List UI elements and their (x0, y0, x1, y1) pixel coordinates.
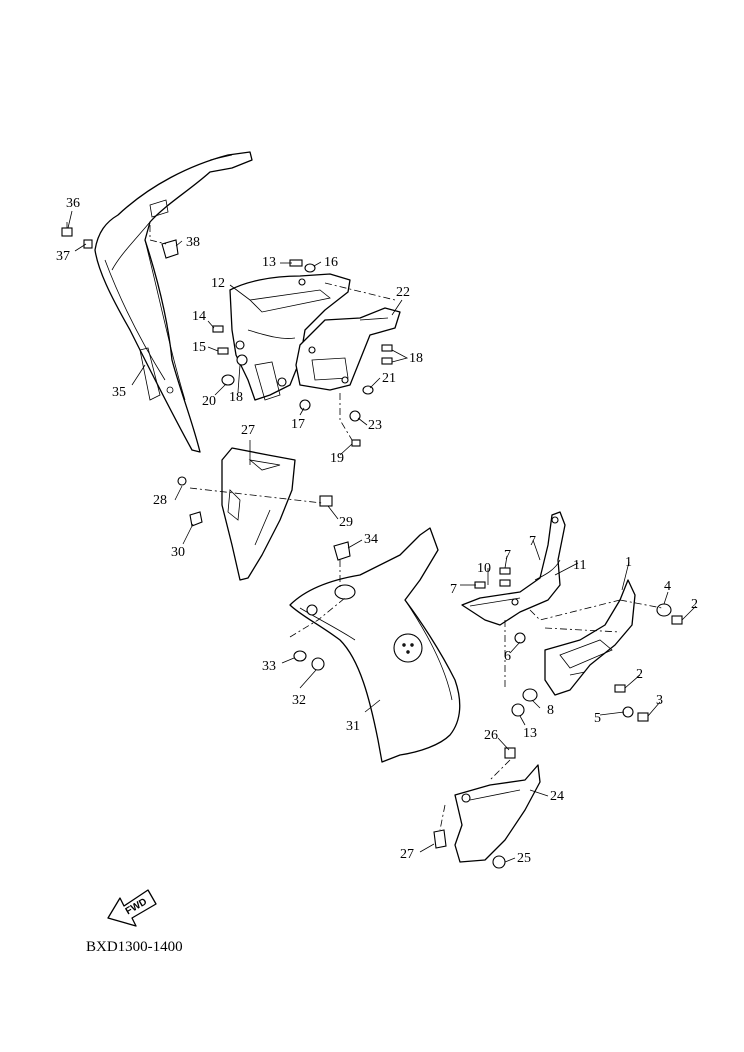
callout-32: 32 (292, 693, 306, 708)
part-12-inner-panel (229, 273, 351, 401)
callout-labels: 36 37 38 35 13 16 12 14 15 20 18 17 22 1… (56, 196, 698, 866)
callout-22: 23 (368, 418, 382, 433)
leader-lines (67, 210, 697, 863)
callout-4: 4 (664, 579, 671, 594)
callout-34: 34 (364, 532, 378, 547)
callout-3: 3 (656, 693, 663, 708)
callout-31: 31 (346, 719, 360, 734)
callout-25: 26 (484, 728, 498, 743)
callout-12: 12 (211, 276, 225, 291)
callout-1: 1 (625, 555, 632, 570)
part-23-small-cover (454, 764, 541, 863)
callout-19: 20 (202, 394, 216, 409)
part-27-inner-cover (221, 447, 296, 581)
callout-23: 24 (550, 789, 564, 804)
part-35-side-cowling (94, 151, 253, 453)
callout-20: 21 (382, 371, 396, 386)
callout-18b: 19 (330, 451, 344, 466)
part-10-bracket (461, 511, 566, 626)
callout-7b: 7 (529, 534, 536, 549)
callout-29: 29 (339, 515, 353, 530)
callout-17: 18 (229, 390, 243, 405)
callout-2a: 2 (691, 597, 698, 612)
callout-6: 6 (504, 649, 511, 664)
callout-27: 27 (241, 423, 255, 438)
callout-36: 36 (66, 196, 80, 211)
callout-8: 8 (547, 703, 554, 718)
callout-24: 25 (517, 851, 531, 866)
callout-7c: 7 (450, 582, 457, 597)
callout-21: 22 (396, 285, 410, 300)
fwd-arrow: FWD (107, 889, 157, 927)
callout-37: 37 (56, 249, 70, 264)
callout-13a: 13 (262, 255, 276, 270)
part-21-bracket-panel (295, 307, 401, 391)
assembly-lines (149, 225, 663, 831)
callout-13b: 14 (192, 309, 206, 324)
callout-7a: 7 (504, 548, 511, 563)
callout-5: 5 (594, 711, 601, 726)
callout-2b: 2 (636, 667, 643, 682)
callout-15: 16 (324, 255, 338, 270)
callout-9: 10 (477, 561, 491, 576)
callout-33: 33 (262, 659, 276, 674)
callout-28: 28 (153, 493, 167, 508)
callout-10: 11 (573, 558, 586, 573)
callout-30: 30 (171, 545, 185, 560)
callout-38: 38 (186, 235, 200, 250)
callout-16: 17 (291, 417, 305, 432)
part-1-front-stay (544, 579, 636, 696)
callout-14: 15 (192, 340, 206, 355)
callout-18a: 18 (409, 351, 423, 366)
diagram-code: BXD1300-1400 (86, 939, 183, 955)
part-31-side-panel (289, 527, 461, 763)
callout-35: 35 (112, 385, 126, 400)
fasteners (61, 222, 683, 869)
callout-11: 13 (523, 726, 537, 741)
callout-26: 27 (400, 847, 414, 862)
